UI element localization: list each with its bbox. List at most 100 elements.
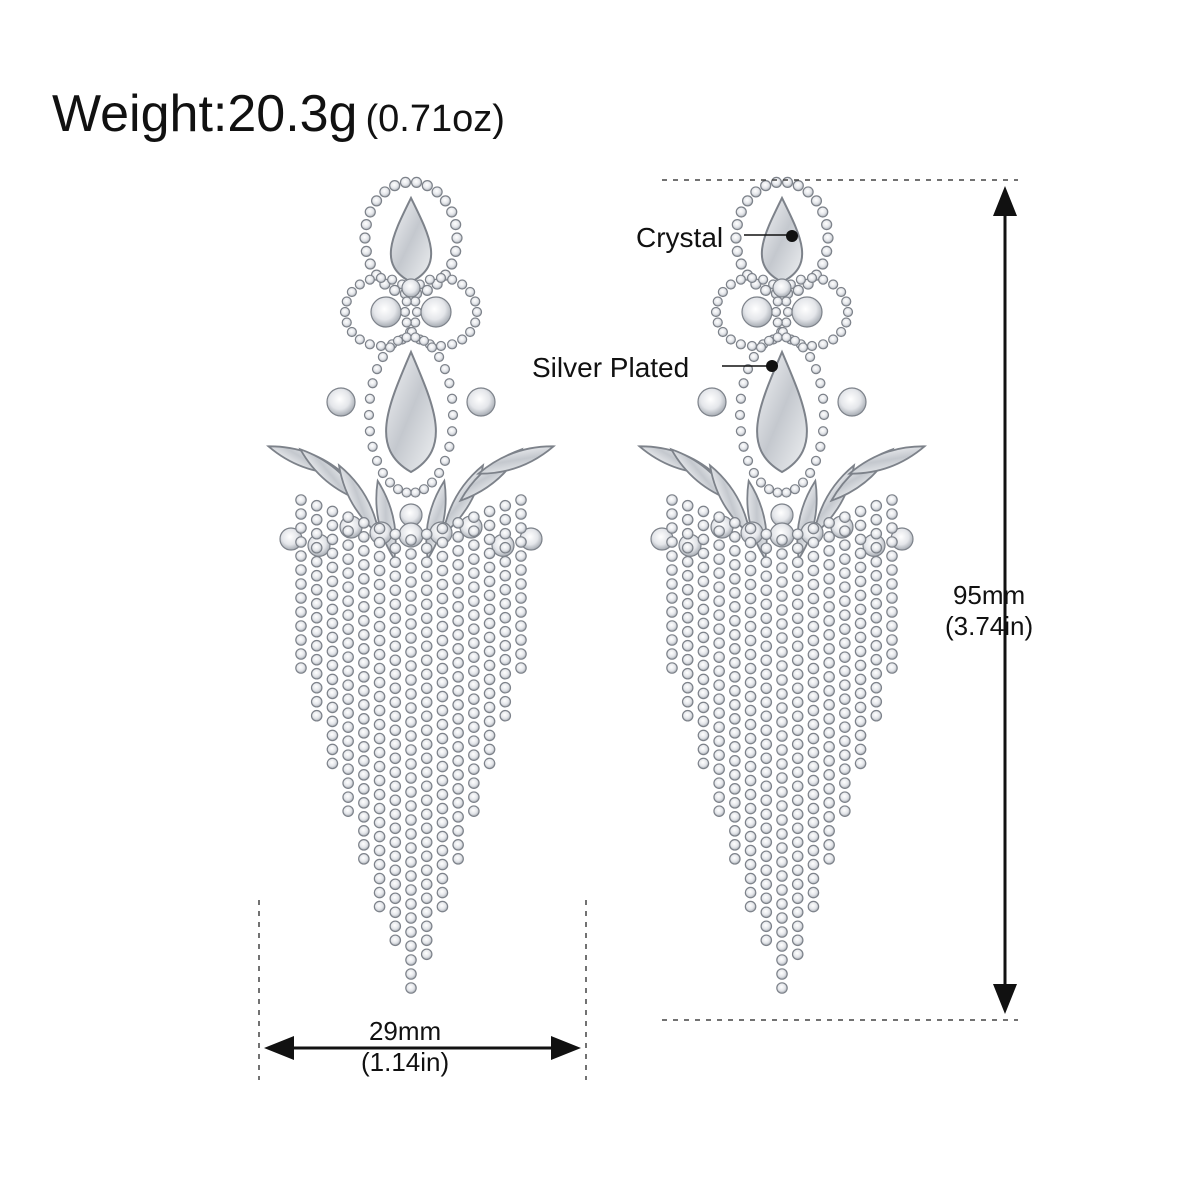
tassel-stone [389,556,402,569]
tassel-stone [389,920,402,933]
tassel-stone [342,721,354,733]
tassel-stone [515,648,527,660]
rhinestone [434,351,445,363]
tassel-stone [807,718,820,731]
tassel-stone [389,528,402,541]
rhinestone [371,455,383,466]
tassel-stone [420,682,433,695]
tassel-stone [310,527,323,540]
tassel-stone [776,982,788,994]
tassel-stone [807,592,820,605]
tassel-stone [760,864,773,877]
tassel-stone [729,517,741,529]
tassel-stone [886,578,898,590]
tassel-stone [452,769,464,781]
tassel-stone [358,853,370,865]
rhinestone [411,306,423,318]
tassel-stone [666,536,678,548]
tassel-stone [744,634,757,647]
tassel-stone [744,690,757,703]
tassel-stone [697,505,710,518]
tassel-stone [468,791,480,803]
tassel-stone [436,578,449,591]
tassel-stone [823,783,835,795]
tassel-stone [854,729,867,742]
tassel-stone [713,609,725,621]
rhinestone [725,334,736,345]
tassel-stone [886,634,898,646]
tassel-stone [713,749,725,761]
tassel-stone [342,749,354,761]
tassel-stone [373,648,386,661]
tassel-stone [405,646,417,658]
tassel-stone [807,830,820,843]
tassel-stone [807,550,820,563]
tassel-stone [823,825,835,837]
tassel-stone [515,508,527,520]
tassel-stone [744,816,757,829]
tassel-stone [389,584,402,597]
tassel-stone [713,693,725,705]
tassel-stone [854,645,867,658]
tassel-stone [870,583,883,596]
tassel-stone [358,601,370,613]
tassel-stone [791,948,804,961]
tassel-stone [420,766,433,779]
tassel-stone [807,732,820,745]
tassel-stone [713,651,725,663]
tassel-stone [681,667,694,680]
tassel-stone [436,620,449,633]
tassel-stone [358,699,370,711]
tassel-stone [420,850,433,863]
rhinestone [760,284,772,296]
tassel-stone [713,511,725,523]
rhinestone [712,296,723,307]
tassel-stone [295,564,307,576]
tassel-stone [807,564,820,577]
tassel-stone [854,631,867,644]
tassel-stone [870,513,883,526]
tassel-stone [807,816,820,829]
tassel-stone [744,760,757,773]
tassel-stone [358,629,370,641]
tassel-stone [389,570,402,583]
tassel-stone [807,620,820,633]
rhinestone [760,180,772,192]
tassel-stone [760,640,773,653]
silver-plated-label: Silver Plated [532,352,690,383]
tassel-stone [405,744,417,756]
tassel-stone [389,780,402,793]
tassel-stone [468,651,480,663]
rhinestone [392,335,404,346]
tassel-stone [326,743,339,756]
tassel-stone [886,494,898,506]
tassel-stone [436,788,449,801]
tassel-stone [515,592,527,604]
tassel-stone [373,732,386,745]
rhinestone [772,296,783,307]
rhinestone [470,296,481,307]
rhinestone [384,342,396,353]
tassel-stone [697,715,710,728]
tassel-stone [729,741,741,753]
round-crystal [791,296,823,328]
tassel-stone [373,858,386,871]
tassel-stone [713,525,725,537]
tassel-stone [436,648,449,661]
tassel-stone [791,570,804,583]
tassel-stone [791,556,804,569]
tassel-stone [373,578,386,591]
tassel-stone [744,858,757,871]
width-arrow [264,1036,581,1060]
tassel-stone [681,639,694,652]
tassel-stone [854,533,867,546]
tassel-stone [744,522,757,535]
tassel-stone [436,760,449,773]
rhinestone [370,195,383,207]
tassel-stone [373,802,386,815]
rhinestone [421,180,433,192]
rhinestone [354,334,365,345]
tassel-stone [776,618,788,630]
tassel-stone [807,522,820,535]
rhinestone [439,195,452,207]
